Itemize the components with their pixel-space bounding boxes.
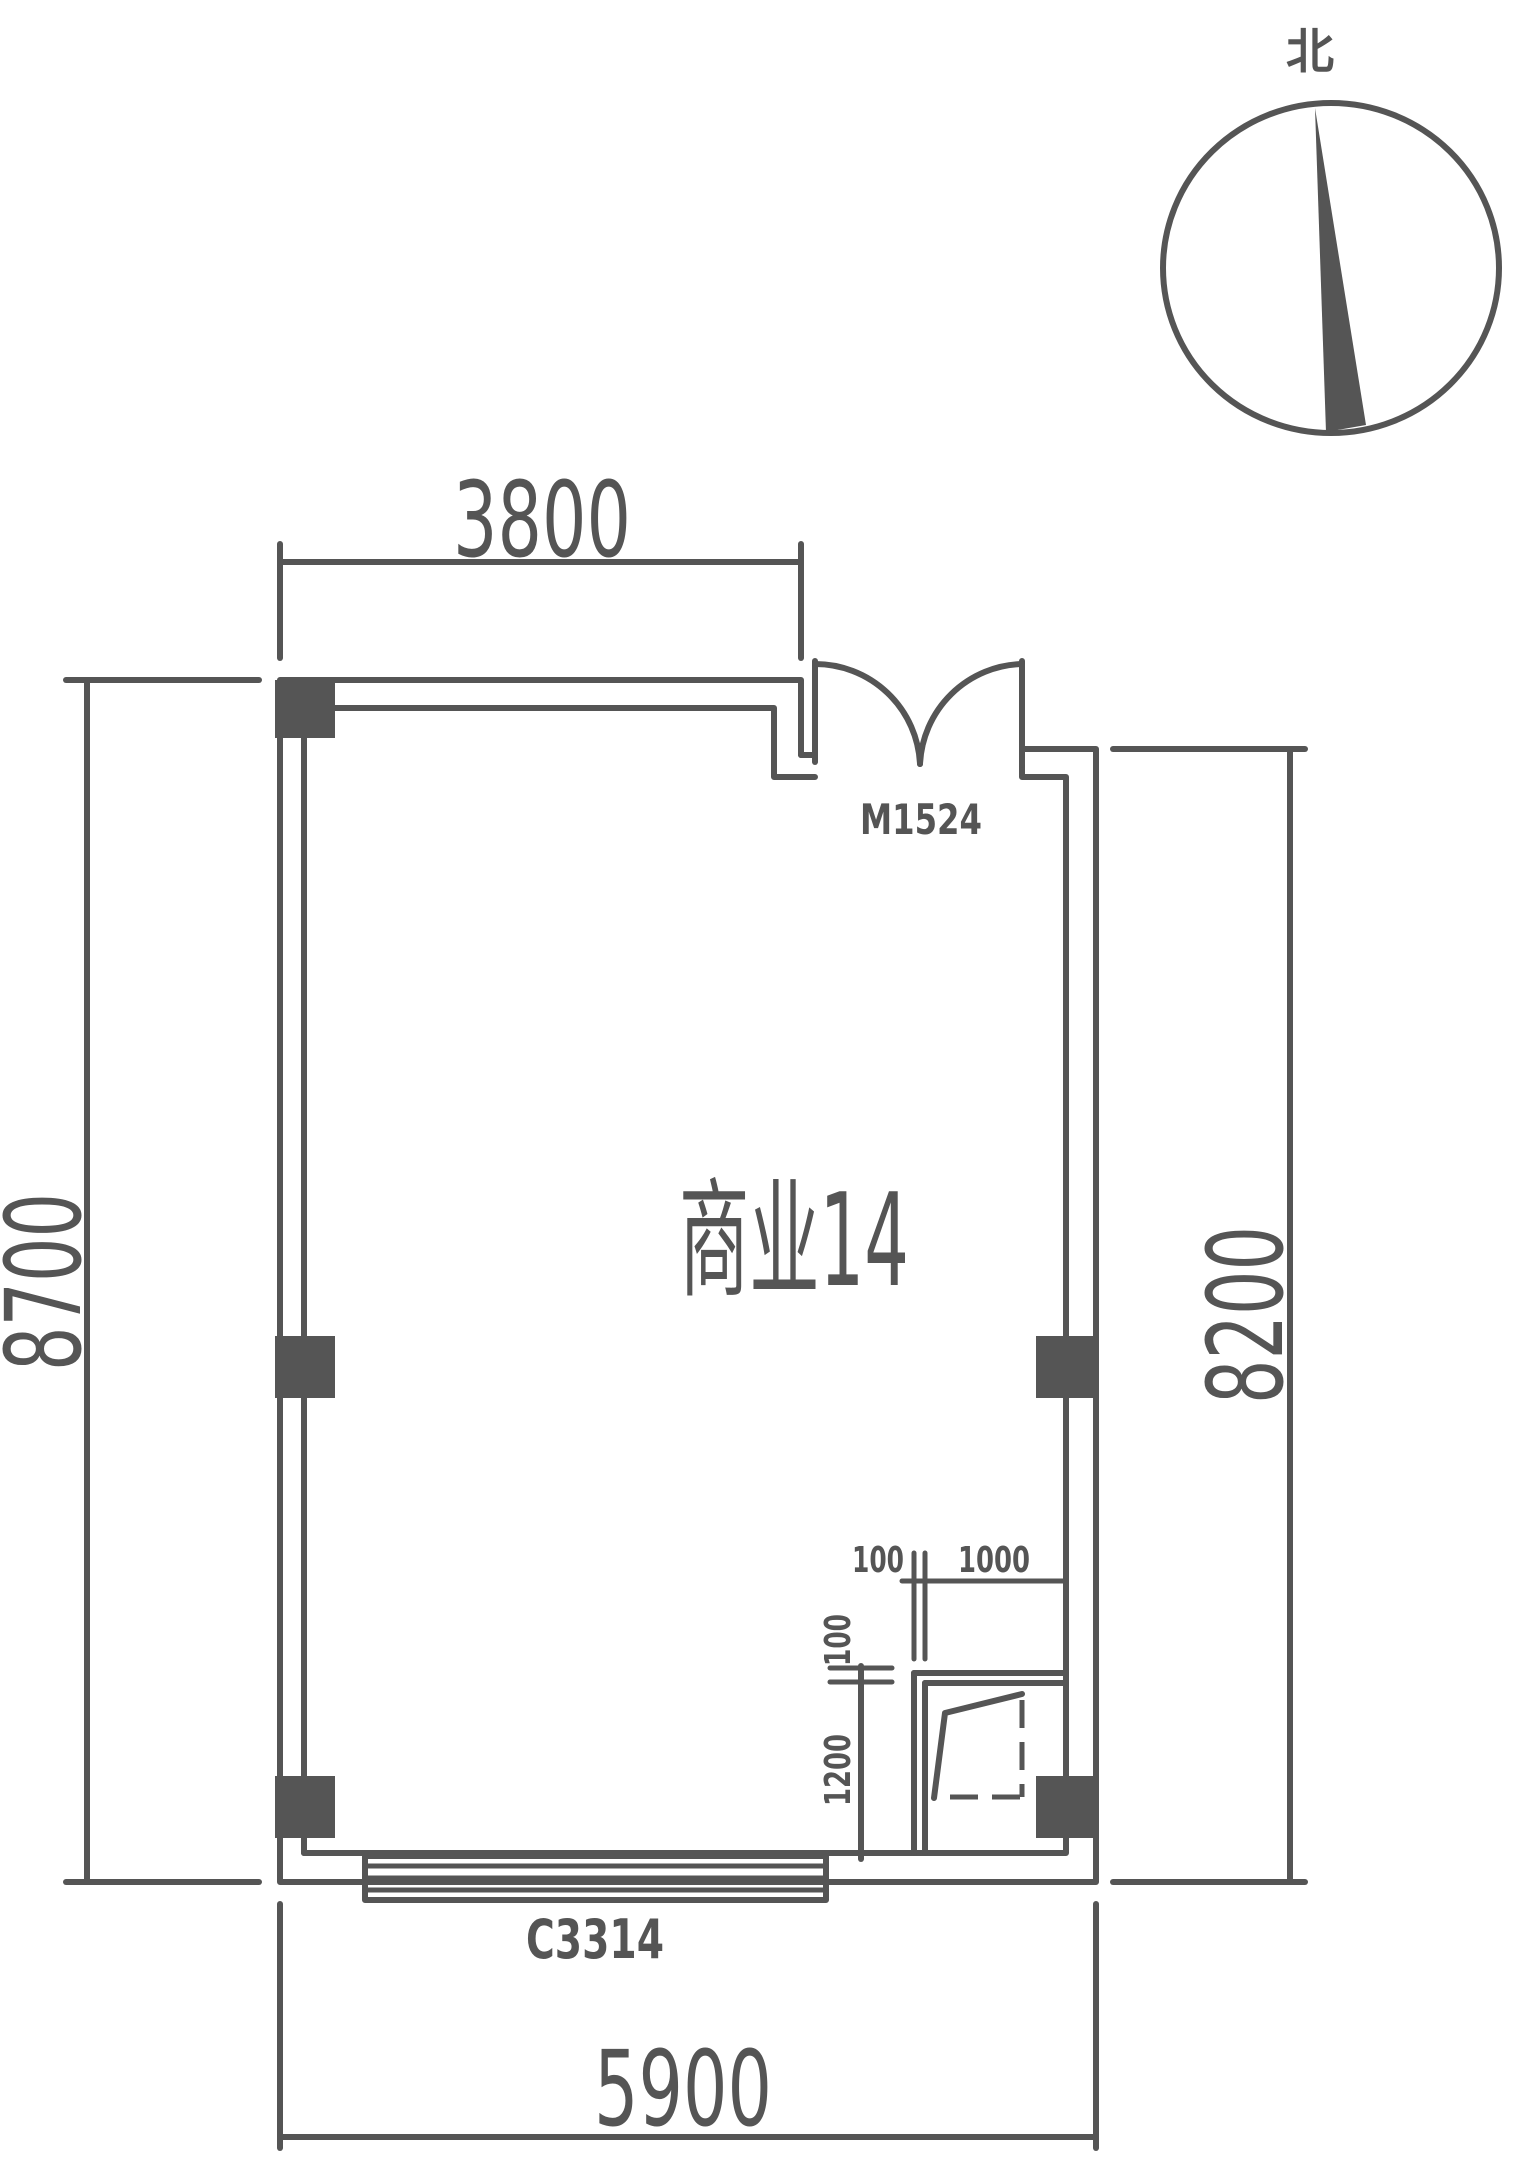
dimension-100-vertical-label: 100 <box>818 1614 859 1666</box>
column <box>1036 1776 1096 1838</box>
window-label: C3314 <box>526 1908 664 1971</box>
dimension-bottom-label: 5900 <box>594 2028 772 2150</box>
column <box>275 680 335 738</box>
north-label: 北 <box>1286 24 1334 80</box>
dimension-1200-label: 1200 <box>818 1734 859 1806</box>
dimension-top: 3800 <box>277 459 804 661</box>
compass-circle <box>1160 100 1502 436</box>
columns <box>275 680 1096 1838</box>
door-label: M1524 <box>860 795 982 844</box>
column <box>1036 1336 1096 1398</box>
window-c3314: C3314 <box>362 1853 829 1971</box>
room-label: 商业14 <box>679 1167 909 1316</box>
elevator-shaft <box>858 1663 1069 1862</box>
column <box>275 1336 335 1398</box>
north-needle-icon <box>1315 108 1366 432</box>
dimension-small: 100 1000 100 1200 <box>818 1540 1069 1806</box>
dimension-right: 8200 <box>1110 746 1308 1885</box>
dimension-bottom: 5900 <box>277 1901 1099 2151</box>
column <box>275 1776 335 1838</box>
door-m1524: M1524 <box>812 658 1025 844</box>
dimension-right-label: 8200 <box>1185 1226 1307 1404</box>
dimension-100-label: 100 <box>852 1540 904 1581</box>
dimension-left-label: 8700 <box>0 1193 105 1371</box>
dimension-left: 8700 <box>0 677 262 1885</box>
north-arrow: 北 <box>1160 24 1502 436</box>
dimension-top-label: 3800 <box>453 459 631 581</box>
dimension-1000-label: 1000 <box>958 1540 1030 1581</box>
